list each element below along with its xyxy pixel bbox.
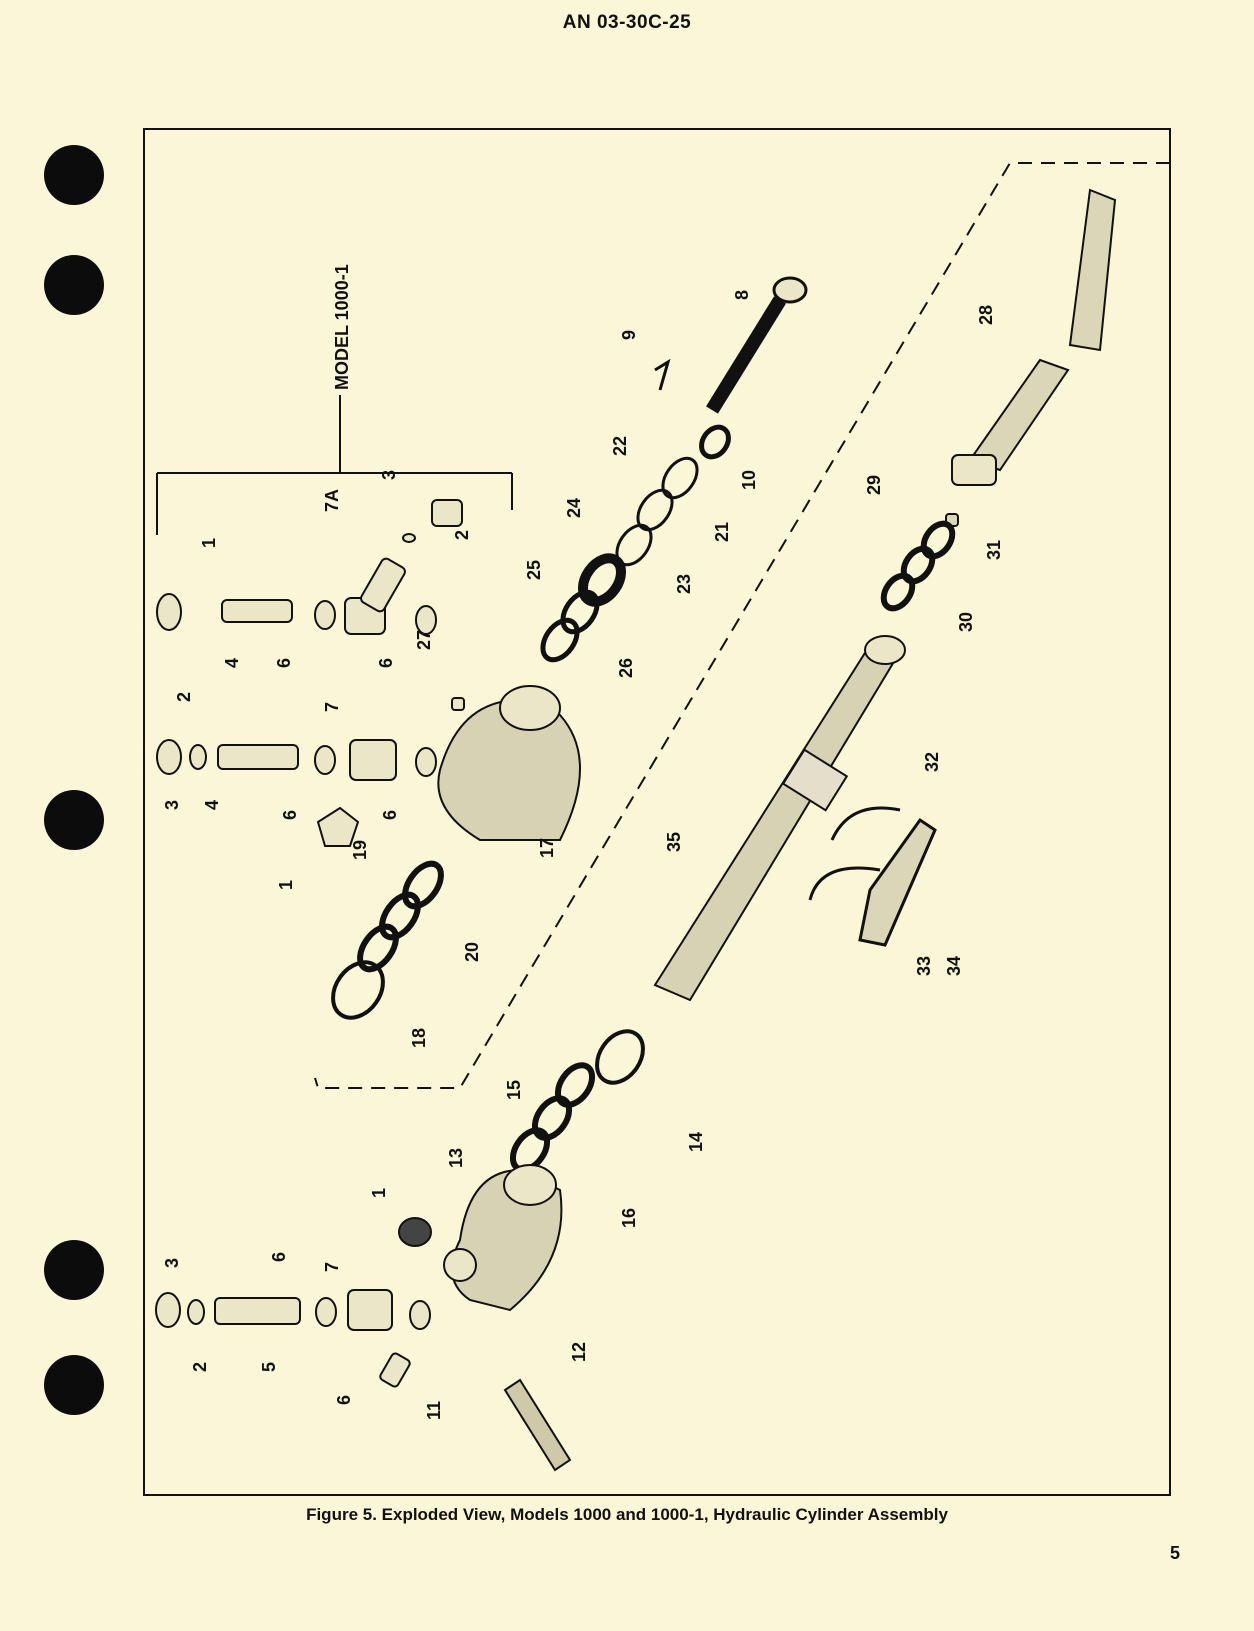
svg-text:21: 21 <box>712 522 732 542</box>
binder-hole <box>44 145 104 205</box>
svg-text:17: 17 <box>537 838 557 858</box>
seal-rings <box>357 860 444 973</box>
piston-seals <box>540 424 731 663</box>
svg-text:6: 6 <box>280 810 300 820</box>
svg-text:1: 1 <box>276 880 296 890</box>
callout-labels: 1 7A 3 2 4 6 6 27 2 7 3 4 6 6 1 19 20 17… <box>162 290 1004 1420</box>
svg-text:7A: 7A <box>322 489 342 512</box>
svg-text:2: 2 <box>174 692 194 702</box>
svg-text:3: 3 <box>379 470 399 480</box>
binder-hole <box>44 790 104 850</box>
svg-text:9: 9 <box>619 330 639 340</box>
svg-text:23: 23 <box>674 574 694 594</box>
svg-text:6: 6 <box>334 1395 354 1405</box>
svg-text:1: 1 <box>369 1188 389 1198</box>
binder-hole <box>44 255 104 315</box>
svg-text:28: 28 <box>976 305 996 325</box>
svg-text:8: 8 <box>732 290 752 300</box>
figure-frame <box>143 128 1171 1496</box>
svg-text:2: 2 <box>452 530 472 540</box>
svg-text:4: 4 <box>222 658 242 668</box>
svg-text:15: 15 <box>504 1080 524 1100</box>
model-bracket <box>156 395 513 535</box>
binder-hole <box>44 1355 104 1415</box>
svg-text:34: 34 <box>944 956 964 976</box>
page-number: 5 <box>1170 1543 1181 1563</box>
svg-text:22: 22 <box>610 436 630 456</box>
svg-text:32: 32 <box>922 752 942 772</box>
cylinder-tube <box>945 188 1117 527</box>
svg-text:30: 30 <box>956 612 976 632</box>
lower-fittings <box>155 1164 572 1472</box>
svg-text:6: 6 <box>380 810 400 820</box>
svg-text:5: 5 <box>259 1362 279 1372</box>
svg-text:11: 11 <box>424 1401 444 1420</box>
svg-text:29: 29 <box>864 475 884 495</box>
svg-text:12: 12 <box>569 1342 589 1362</box>
upper-fittings <box>156 499 581 847</box>
svg-text:25: 25 <box>524 560 544 580</box>
svg-text:6: 6 <box>269 1252 289 1262</box>
svg-text:13: 13 <box>446 1148 466 1168</box>
svg-text:1: 1 <box>199 538 219 548</box>
svg-text:24: 24 <box>564 498 584 518</box>
svg-text:4: 4 <box>202 800 222 810</box>
svg-text:19: 19 <box>350 840 370 860</box>
svg-text:26: 26 <box>616 658 636 678</box>
svg-text:31: 31 <box>984 540 1004 560</box>
dashed-boundary <box>314 162 1170 1089</box>
svg-text:18: 18 <box>409 1028 429 1048</box>
binder-hole <box>44 1240 104 1300</box>
piston-rod <box>653 635 906 1002</box>
svg-text:2: 2 <box>190 1362 210 1372</box>
svg-text:33: 33 <box>914 956 934 976</box>
svg-text:14: 14 <box>686 1132 706 1152</box>
svg-text:27: 27 <box>414 630 434 650</box>
svg-text:3: 3 <box>162 1258 182 1268</box>
svg-text:16: 16 <box>619 1208 639 1228</box>
svg-text:7: 7 <box>322 702 342 712</box>
document-number: AN 03-30C-25 <box>562 12 692 33</box>
svg-text:20: 20 <box>462 942 482 962</box>
svg-text:3: 3 <box>162 800 182 810</box>
model-label: MODEL 1000-1 <box>332 264 352 390</box>
svg-text:7: 7 <box>322 1262 342 1272</box>
svg-text:35: 35 <box>664 832 684 852</box>
retainer-clips <box>808 806 937 947</box>
svg-text:6: 6 <box>274 658 294 668</box>
svg-text:6: 6 <box>376 658 396 668</box>
figure-caption: Figure 5. Exploded View, Models 1000 and… <box>306 1505 948 1524</box>
svg-text:10: 10 <box>739 470 759 490</box>
